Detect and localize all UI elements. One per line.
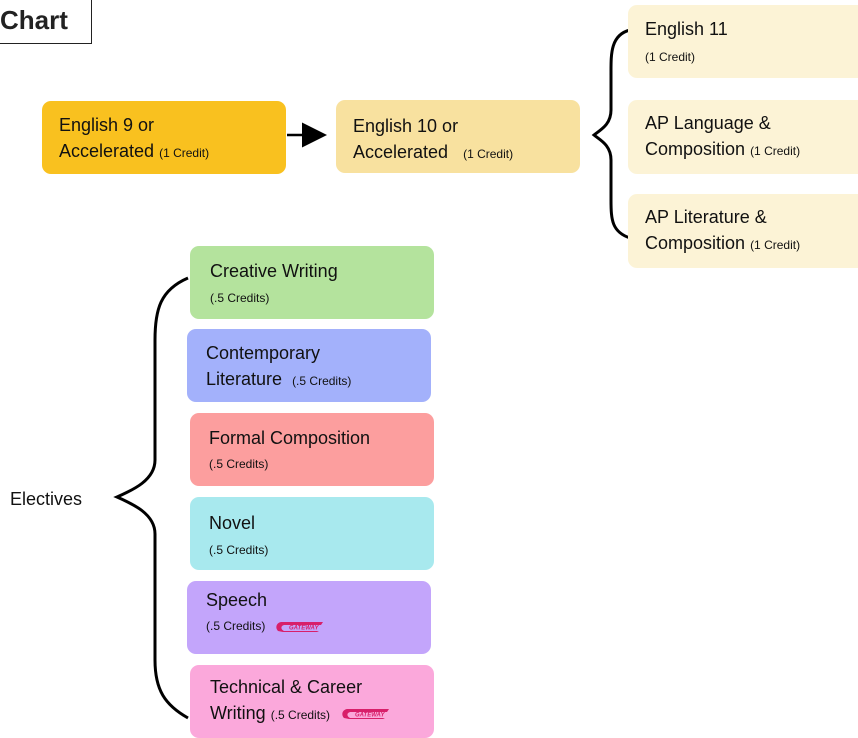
course-name: Creative Writing <box>210 261 338 281</box>
credit-label: (.5 Credits) <box>210 291 270 305</box>
svg-text:GATEWAY: GATEWAY <box>289 625 319 631</box>
course-name: Composition <box>645 233 746 253</box>
course-name: AP Literature & <box>645 207 767 227</box>
course-name: English 11 <box>645 19 728 39</box>
electives-label: Electives <box>10 489 83 509</box>
credit-label: (1 Credit) <box>159 146 210 160</box>
credit-label: (.5 Credits) <box>209 543 269 557</box>
elective-contemporary-literature: Contemporary Literature (.5 Credits) <box>187 329 431 402</box>
course-name: English 10 or <box>353 116 459 136</box>
course-name: Accelerated <box>59 141 155 161</box>
course-english-11: English 11 (1 Credit) <box>628 5 858 78</box>
elective-technical-career-writing: Technical & Career Writing (.5 Credits) … <box>190 665 434 738</box>
credit-label: (.5 Credits) <box>270 708 331 722</box>
credit-label: (.5 Credits) <box>292 374 352 388</box>
gateway-logo-icon: GATEWAY <box>276 621 323 632</box>
course-name: Technical & Career <box>210 677 363 697</box>
credit-label: (1 Credit) <box>750 144 801 158</box>
credit-label: (1 Credit) <box>750 238 801 252</box>
gateway-logo-icon: GATEWAY <box>342 709 390 720</box>
course-name: Composition <box>645 139 746 159</box>
course-name: Formal Composition <box>209 428 371 448</box>
upper-brace <box>591 28 631 240</box>
credit-label: (.5 Credits) <box>209 457 269 471</box>
course-name: Literature <box>206 369 283 389</box>
elective-speech: Speech (.5 Credits) GATEWAY <box>187 581 431 654</box>
course-name: Contemporary <box>206 343 321 363</box>
course-name: Writing <box>210 703 266 723</box>
course-name: Accelerated <box>353 142 449 162</box>
elective-novel: Novel (.5 Credits) <box>190 497 434 570</box>
course-name: Novel <box>209 513 256 533</box>
course-english-10: English 10 or Accelerated (1 Credit) <box>336 100 580 173</box>
title-frame <box>0 0 92 44</box>
elective-creative-writing: Creative Writing (.5 Credits) <box>190 246 434 319</box>
course-english-9: English 9 or Accelerated (1 Credit) <box>42 101 286 174</box>
course-name: English 9 or <box>59 115 155 135</box>
elective-formal-composition: Formal Composition (.5 Credits) <box>190 413 434 486</box>
course-ap-literature: AP Literature & Composition (1 Credit) <box>628 194 858 268</box>
course-ap-language: AP Language & Composition (1 Credit) <box>628 100 858 174</box>
credit-label: (1 Credit) <box>645 50 696 64</box>
page-title: Chart <box>0 5 68 35</box>
credit-label: (1 Credit) <box>463 147 514 161</box>
course-name: AP Language & <box>645 113 771 133</box>
electives-brace <box>113 276 189 720</box>
course-name: Speech <box>206 590 268 610</box>
credit-label: (.5 Credits) <box>206 619 266 633</box>
svg-text:GATEWAY: GATEWAY <box>355 713 385 719</box>
